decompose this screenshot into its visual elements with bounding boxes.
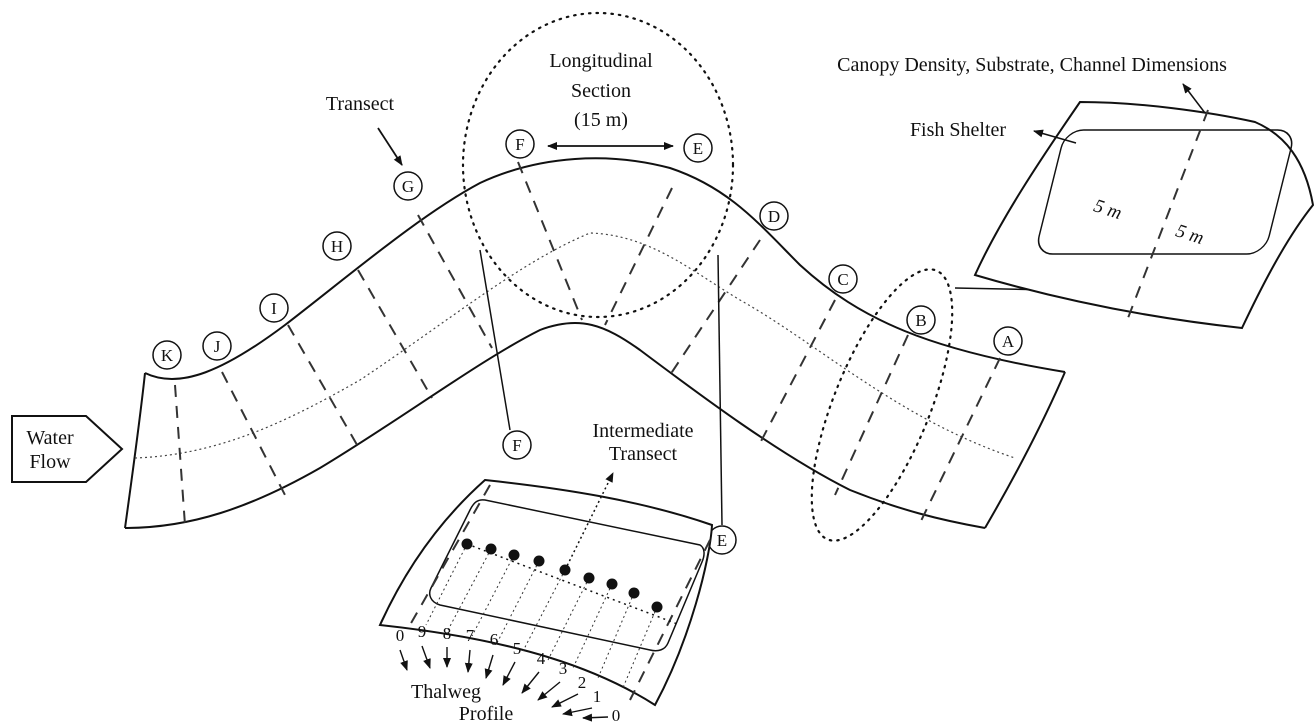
svg-text:F: F (515, 135, 524, 154)
transect-marker-j: J (202, 331, 232, 361)
channel-right-edge (984, 371, 1066, 529)
stream-channel (124, 157, 1066, 529)
transect-marker-e: E (683, 133, 713, 163)
longitudinal-label-2: Section (571, 80, 631, 102)
svg-text:G: G (402, 177, 414, 196)
leader-line-f (479, 249, 511, 431)
channel-centerline (134, 232, 1016, 459)
water-flow-arrow: Water Flow (11, 415, 124, 483)
svg-text:C: C (837, 270, 848, 289)
inset-thalweg-left-dash (409, 484, 491, 626)
transect-line-e (604, 187, 673, 326)
transect-line-a (919, 357, 1001, 524)
channel-lower-bank (124, 322, 986, 529)
transect-marker-b: B (906, 305, 936, 335)
callout-f: F (502, 430, 532, 460)
transect-marker-g: G (393, 171, 423, 201)
svg-text:A: A (1002, 332, 1015, 351)
svg-text:D: D (768, 207, 780, 226)
svg-text:J: J (214, 337, 221, 356)
inset-thalweg (378, 472, 714, 707)
svg-text:0: 0 (396, 626, 405, 645)
svg-text:2: 2 (578, 673, 587, 692)
transect-marker-f: F (505, 129, 535, 159)
svg-text:1: 1 (593, 687, 602, 706)
svg-text:4: 4 (537, 649, 546, 668)
transect-line-f (517, 161, 583, 321)
longitudinal-label-1: Longitudinal (549, 50, 653, 72)
inset-transect-b: B 5 m 5 m (954, 100, 1314, 330)
svg-text:9: 9 (418, 622, 427, 641)
callout-e: E (707, 525, 737, 555)
svg-text:8: 8 (443, 624, 452, 643)
intermediate-label-1: Intermediate (592, 420, 693, 442)
transect-marker-d: D (759, 201, 789, 231)
thalweg-numbers: 0 9 8 7 6 5 4 3 2 1 0 (396, 622, 621, 725)
svg-text:K: K (161, 346, 174, 365)
thalweg-label-1: Thalweg (411, 681, 481, 703)
inset-thalweg-sheet (378, 478, 714, 707)
svg-text:0: 0 (612, 706, 621, 725)
transect-line-i (287, 324, 361, 451)
transect-line-g (417, 214, 493, 349)
water-flow-label-1: Water (26, 427, 74, 449)
inset-b-sheet (973, 100, 1314, 330)
channel-upper-bank (144, 157, 1066, 381)
inset-b-transect-line (1127, 109, 1209, 319)
thalweg-points (461, 538, 663, 613)
transect-b-ellipse (810, 268, 954, 542)
svg-text:E: E (717, 531, 727, 550)
water-flow-label-2: Flow (29, 451, 71, 473)
transect-line-d (667, 239, 761, 379)
svg-text:F: F (512, 436, 521, 455)
fish-shelter-arrow (1033, 129, 1077, 144)
transect-line-h (357, 269, 433, 399)
thalweg-label-2: Profile (459, 703, 514, 725)
fish-shelter-label: Fish Shelter (910, 119, 1006, 141)
svg-text:B: B (915, 311, 926, 330)
longitudinal-section: Longitudinal Section (15 m) (461, 11, 735, 319)
transect-marker-i: I (259, 293, 289, 323)
thalweg-direction-arrows (399, 645, 609, 722)
svg-text:I: I (271, 299, 277, 318)
transect-marker-a: A (993, 326, 1023, 356)
intermediate-label-2: Transect (609, 443, 678, 465)
inset-thalweg-plot (428, 499, 705, 652)
transect-line-b (834, 334, 909, 496)
transect-letter-markers: A B C D E F G H I J K (152, 129, 1023, 370)
transect-label: Transect (326, 93, 395, 115)
thalweg-point-lines (425, 543, 658, 691)
leader-line-e (717, 254, 723, 526)
transect-line-c (757, 299, 836, 448)
intermediate-transect-arrow (564, 472, 614, 571)
inset-thalweg-right-dash (629, 539, 711, 701)
svg-text:E: E (693, 139, 703, 158)
transect-lines (174, 161, 1001, 526)
longitudinal-section-ellipse (461, 11, 735, 319)
canopy-arrow (1182, 83, 1206, 114)
transect-label-arrow (377, 127, 403, 166)
transect-marker-h: H (322, 231, 352, 261)
transect-marker-c: C (828, 264, 858, 294)
longitudinal-label-3: (15 m) (574, 109, 628, 131)
svg-text:H: H (331, 237, 343, 256)
svg-text:7: 7 (466, 626, 475, 645)
thalweg-dotted-axis (466, 543, 681, 626)
transect-line-j (221, 371, 286, 496)
transect-marker-k: K (152, 340, 182, 370)
inset-b-plot (1037, 129, 1293, 255)
svg-text:6: 6 (490, 630, 499, 649)
transect-line-k (174, 384, 186, 526)
svg-text:5: 5 (513, 639, 522, 658)
svg-text:3: 3 (559, 659, 568, 678)
canopy-label: Canopy Density, Substrate, Channel Dimen… (837, 54, 1227, 76)
channel-left-edge (124, 372, 146, 529)
